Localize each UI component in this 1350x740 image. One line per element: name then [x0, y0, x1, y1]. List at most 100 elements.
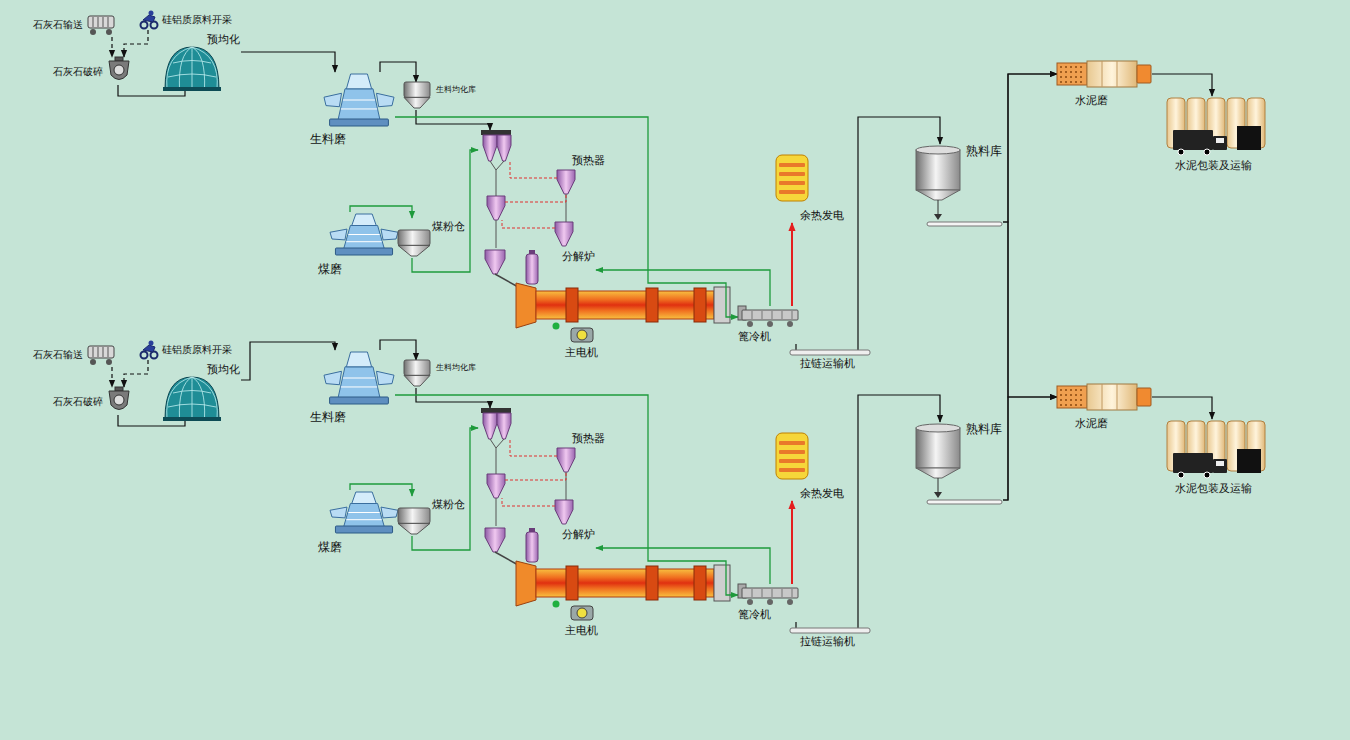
icon-part — [1075, 389, 1077, 391]
equipment-node: 煤粉仓 — [396, 218, 466, 258]
icon-part — [772, 589, 773, 597]
icon-part — [1080, 66, 1082, 68]
equipment-label: 拉链运输机 — [800, 357, 855, 370]
icon-part — [776, 433, 808, 479]
equipment-node: 预均化 — [163, 33, 241, 91]
icon-part — [481, 408, 511, 413]
icon-part — [1080, 389, 1082, 391]
icon-part — [343, 378, 375, 379]
icon-part — [916, 146, 960, 154]
icon-part — [1137, 388, 1151, 406]
packaging-icon — [1163, 96, 1271, 156]
icon-part — [1060, 399, 1062, 401]
equipment-label: 水泥磨 — [1075, 94, 1108, 107]
icon-part — [149, 11, 154, 16]
icon-part — [192, 47, 205, 89]
icon-part — [779, 441, 805, 445]
equipment-node: 主电机 — [565, 602, 599, 638]
icon-part — [108, 347, 109, 357]
icon-part — [752, 589, 753, 597]
flow-line — [412, 428, 478, 550]
equipment-node: 生料磨 — [310, 350, 395, 425]
conveyor-icon — [87, 13, 115, 37]
mill-icon — [330, 490, 398, 535]
flow-line — [596, 548, 770, 584]
icon-part — [1075, 81, 1077, 83]
icon-part — [490, 161, 496, 196]
flow-line — [416, 388, 490, 408]
equipment-label: 硅铝质原料开采 — [162, 14, 232, 26]
icon-part — [1060, 394, 1062, 396]
icon-part — [103, 347, 104, 357]
equipment-label: 拉链运输机 — [800, 635, 855, 648]
icon-part — [1070, 71, 1072, 73]
icon-part — [1080, 399, 1082, 401]
icon-part — [927, 222, 1002, 226]
equipment-label: 石灰石输送 — [33, 349, 83, 361]
icon-part — [1102, 61, 1117, 87]
equipment-node: 拉链运输机 — [790, 628, 871, 649]
icon-part — [779, 181, 805, 185]
bar-icon — [790, 350, 870, 355]
icon-part — [497, 135, 511, 161]
icon-part — [93, 17, 94, 27]
crusher-icon — [107, 57, 131, 85]
icon-part — [165, 47, 219, 89]
dome-icon — [163, 375, 221, 421]
icon-part — [1178, 472, 1184, 478]
icon-part — [324, 93, 342, 106]
flow-line — [1003, 74, 1057, 500]
equipment-label: 预热器 — [572, 154, 605, 167]
icon-part — [1065, 404, 1067, 406]
icon-part — [352, 492, 376, 504]
icon-part — [1137, 65, 1151, 83]
icon-part — [496, 498, 497, 526]
icon-part — [343, 100, 375, 101]
icon-part — [141, 352, 148, 359]
icon-part — [1070, 66, 1072, 68]
icon-part — [168, 404, 216, 407]
icon-part — [106, 29, 112, 35]
equipment-label: 石灰石输送 — [33, 19, 83, 31]
calciner-icon — [524, 528, 540, 564]
icon-part — [510, 440, 557, 456]
icon-part — [398, 245, 430, 256]
icon-part — [1065, 81, 1067, 83]
icon-part — [1060, 71, 1062, 73]
icon-part — [497, 413, 511, 439]
icon-part — [103, 17, 104, 27]
icon-part — [1075, 399, 1077, 401]
crusher-icon — [107, 387, 131, 415]
equipment-node: 分解炉 — [524, 528, 596, 564]
flow-line — [395, 395, 738, 595]
flow-line — [241, 342, 335, 380]
icon-part — [1060, 76, 1062, 78]
equipment-node: 熟料库 — [912, 144, 1003, 228]
equipment-node: 生料均化库 — [402, 82, 477, 110]
equipment-label: 主电机 — [565, 624, 598, 637]
icon-part — [163, 87, 221, 91]
equipment-node: 熟料库 — [912, 422, 1003, 506]
icon-part — [167, 47, 192, 89]
icon-part — [192, 47, 217, 89]
equipment-node: 分解炉 — [524, 250, 596, 286]
icon-part — [481, 130, 511, 135]
equipment-label: 余热发电 — [800, 487, 844, 500]
icon-part — [571, 328, 593, 342]
icon-part — [1065, 394, 1067, 396]
icon-part — [1060, 81, 1062, 83]
equipment-node: 水泥包装及运输 — [1163, 96, 1272, 173]
flow-line — [124, 30, 148, 57]
icon-part — [151, 22, 158, 29]
icon-part — [505, 194, 566, 202]
icon-part — [1060, 389, 1062, 391]
icon-part — [502, 498, 555, 506]
icon-part — [335, 526, 392, 533]
icon-part — [98, 347, 99, 357]
icon-part — [341, 386, 377, 387]
icon-part — [792, 311, 793, 319]
equipment-node: 硅铝质原料开采 — [140, 340, 233, 360]
flow-line — [111, 37, 112, 57]
icon-part — [566, 472, 567, 500]
